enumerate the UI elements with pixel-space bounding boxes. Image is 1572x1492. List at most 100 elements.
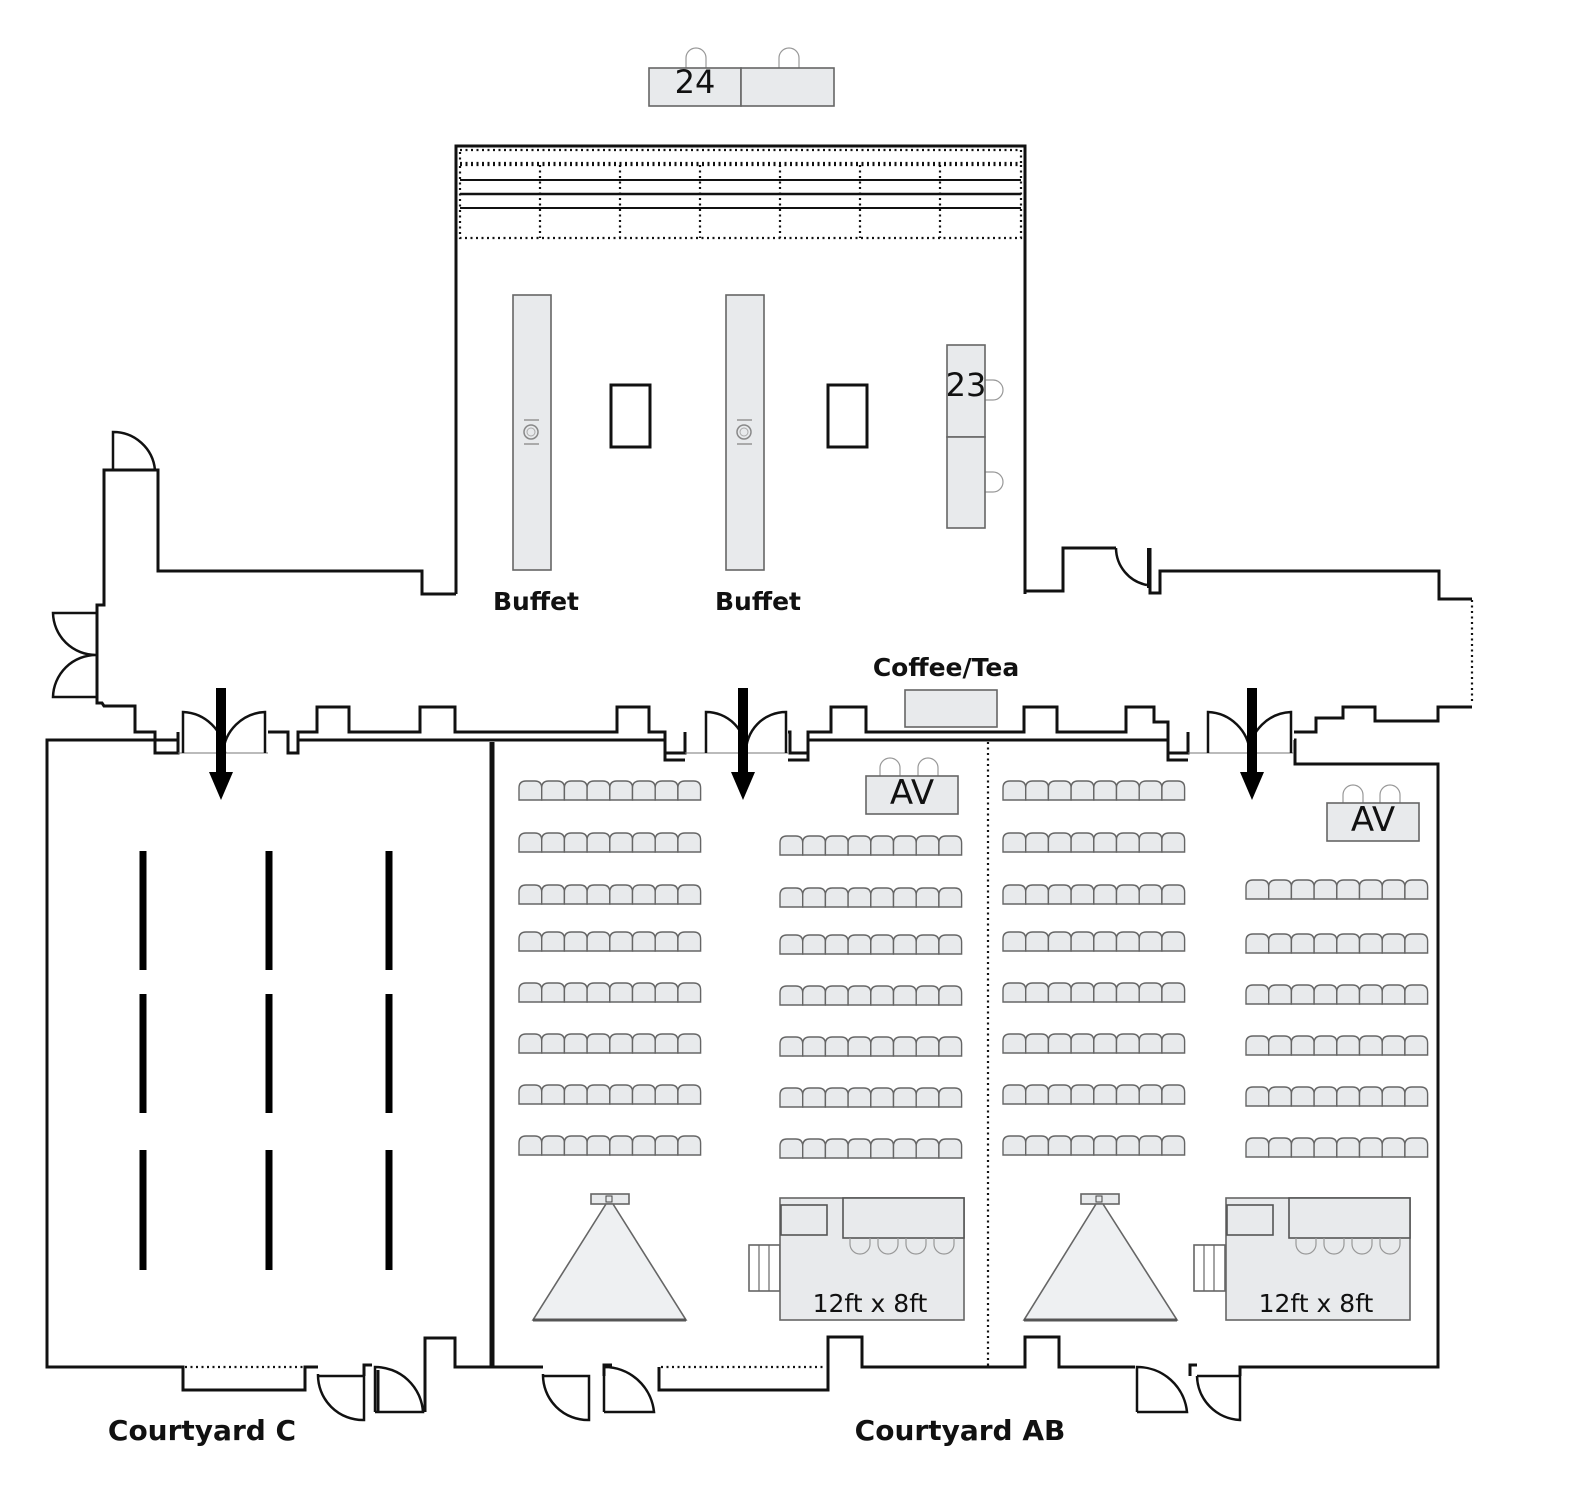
chair[interactable]: [847, 1087, 872, 1108]
chair[interactable]: [541, 1135, 566, 1156]
chair[interactable]: [892, 985, 917, 1006]
chair[interactable]: [1313, 1137, 1338, 1158]
chair[interactable]: [1093, 931, 1118, 952]
chair[interactable]: [1093, 780, 1118, 801]
chair[interactable]: [892, 934, 917, 955]
chair[interactable]: [1138, 1135, 1163, 1156]
chair[interactable]: [779, 985, 804, 1006]
chair[interactable]: [1404, 984, 1429, 1005]
chair[interactable]: [1161, 884, 1186, 905]
chair[interactable]: [938, 1138, 963, 1159]
chair[interactable]: [1002, 1084, 1027, 1105]
chair[interactable]: [518, 982, 543, 1003]
chair[interactable]: [1115, 1135, 1140, 1156]
chair[interactable]: [654, 1135, 679, 1156]
chair[interactable]: [802, 1138, 827, 1159]
chair[interactable]: [563, 884, 588, 905]
chair[interactable]: [586, 1033, 611, 1054]
chair[interactable]: [609, 780, 634, 801]
chair[interactable]: [677, 1084, 702, 1105]
chair[interactable]: [563, 780, 588, 801]
classroom-bar[interactable]: [385, 851, 393, 970]
chair[interactable]: [654, 832, 679, 853]
classroom-bar[interactable]: [139, 851, 147, 970]
chair[interactable]: [518, 1084, 543, 1105]
chair[interactable]: [1025, 931, 1050, 952]
chair[interactable]: [541, 1084, 566, 1105]
chair[interactable]: [779, 1138, 804, 1159]
door[interactable]: [541, 1373, 591, 1422]
chair[interactable]: [870, 1087, 895, 1108]
buffet-table-2[interactable]: [725, 294, 765, 571]
chair[interactable]: [541, 1033, 566, 1054]
chair[interactable]: [1290, 984, 1315, 1005]
classroom-bar[interactable]: [265, 994, 273, 1113]
chair[interactable]: [1002, 832, 1027, 853]
chair[interactable]: [1161, 1033, 1186, 1054]
stage-a[interactable]: 12ft x 8ft: [748, 1197, 965, 1321]
chair[interactable]: [1290, 879, 1315, 900]
chair[interactable]: [1336, 933, 1361, 954]
chair[interactable]: [677, 884, 702, 905]
chair[interactable]: [586, 1084, 611, 1105]
chair[interactable]: [609, 1084, 634, 1105]
chair[interactable]: [1404, 1086, 1429, 1107]
chair[interactable]: [1290, 1035, 1315, 1056]
chair[interactable]: [1290, 933, 1315, 954]
chair[interactable]: [518, 780, 543, 801]
chair[interactable]: [1002, 1033, 1027, 1054]
chair[interactable]: [1336, 984, 1361, 1005]
chair[interactable]: [1245, 879, 1270, 900]
chair[interactable]: [824, 1138, 849, 1159]
chair[interactable]: [915, 1138, 940, 1159]
chair[interactable]: [847, 835, 872, 856]
projector-screen-a[interactable]: [531, 1193, 688, 1322]
chair[interactable]: [518, 1033, 543, 1054]
classroom-bar[interactable]: [139, 1150, 147, 1270]
chair[interactable]: [518, 884, 543, 905]
chair[interactable]: [1138, 1084, 1163, 1105]
chair[interactable]: [677, 832, 702, 853]
chair[interactable]: [631, 832, 656, 853]
chair[interactable]: [1138, 780, 1163, 801]
chair[interactable]: [779, 887, 804, 908]
chair[interactable]: [1245, 1137, 1270, 1158]
buffet-table-1[interactable]: [512, 294, 552, 571]
chair[interactable]: [586, 1135, 611, 1156]
chair[interactable]: [915, 887, 940, 908]
chair[interactable]: [1161, 780, 1186, 801]
chair[interactable]: [847, 1036, 872, 1057]
chair[interactable]: [1025, 884, 1050, 905]
chair[interactable]: [563, 832, 588, 853]
door[interactable]: [373, 1365, 425, 1414]
chair[interactable]: [1290, 1137, 1315, 1158]
chair[interactable]: [609, 982, 634, 1003]
chair[interactable]: [938, 1087, 963, 1108]
chair[interactable]: [1025, 1135, 1050, 1156]
chair[interactable]: [1070, 982, 1095, 1003]
door[interactable]: [316, 1373, 366, 1422]
chair[interactable]: [915, 985, 940, 1006]
chair[interactable]: [609, 931, 634, 952]
chair[interactable]: [1161, 832, 1186, 853]
chair[interactable]: [1313, 1086, 1338, 1107]
chair[interactable]: [1358, 1137, 1383, 1158]
chair[interactable]: [654, 982, 679, 1003]
chair[interactable]: [1161, 982, 1186, 1003]
chair[interactable]: [654, 780, 679, 801]
chair[interactable]: [586, 884, 611, 905]
classroom-bar[interactable]: [265, 1150, 273, 1270]
av-table-b[interactable]: AV: [1326, 784, 1420, 842]
chair[interactable]: [518, 1135, 543, 1156]
projector-screen-b[interactable]: [1022, 1193, 1179, 1322]
chair[interactable]: [779, 1036, 804, 1057]
chair[interactable]: [1404, 879, 1429, 900]
chair[interactable]: [915, 1036, 940, 1057]
chair[interactable]: [1115, 832, 1140, 853]
chair[interactable]: [1138, 832, 1163, 853]
chair[interactable]: [1002, 931, 1027, 952]
chair[interactable]: [1245, 1086, 1270, 1107]
chair[interactable]: [677, 780, 702, 801]
chair[interactable]: [631, 1033, 656, 1054]
chair[interactable]: [518, 832, 543, 853]
